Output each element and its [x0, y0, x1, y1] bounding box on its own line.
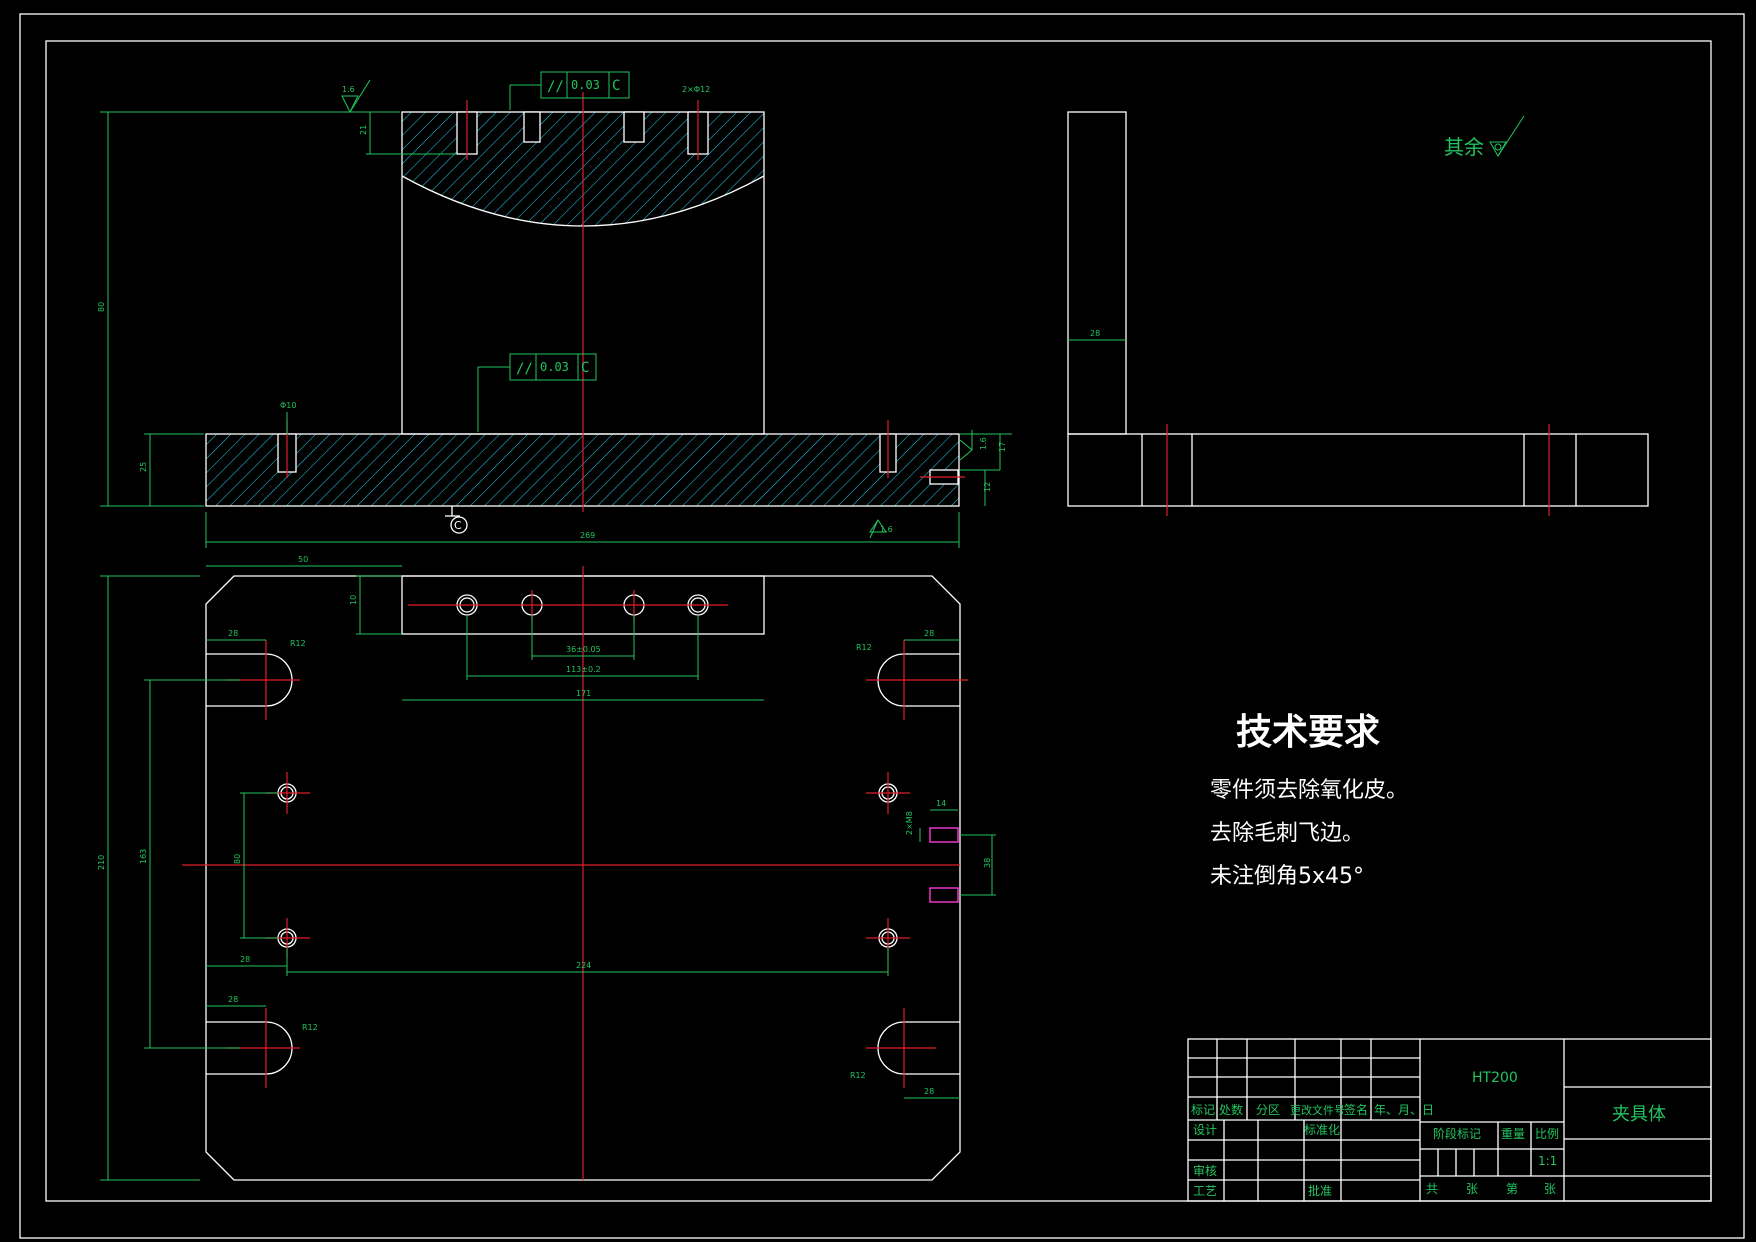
scale-value: 1:1	[1538, 1154, 1557, 1168]
svg-text:28: 28	[228, 995, 238, 1004]
svg-text:第: 第	[1506, 1182, 1518, 1196]
side-view: 28	[1067, 111, 1649, 516]
dim-front-height: 80	[97, 302, 106, 312]
dim-right-small-1: 17	[998, 442, 1007, 452]
svg-text:标记: 标记	[1191, 1103, 1215, 1117]
dim-plan-depth: 50	[298, 555, 308, 564]
svg-text:C: C	[454, 519, 462, 532]
tolerance-frame-mid: // 0.03 C	[477, 353, 597, 432]
svg-text:其余: 其余	[1444, 135, 1484, 159]
svg-text:设计: 设计	[1193, 1123, 1217, 1137]
svg-text:审核: 审核	[1193, 1163, 1217, 1178]
dim-small-a: 10	[349, 595, 358, 605]
svg-text:共: 共	[1426, 1182, 1438, 1196]
roughness-top: 1.6	[341, 79, 371, 114]
dim-hole-dia-base: Φ10	[280, 401, 296, 410]
part-name: 夹具体	[1612, 1104, 1666, 1125]
svg-text:R12: R12	[290, 639, 306, 648]
svg-text:比例: 比例	[1535, 1127, 1559, 1141]
svg-text:工艺: 工艺	[1193, 1184, 1217, 1198]
tech-title: 技术要求	[1236, 712, 1380, 753]
roughness-right: 1.6	[959, 430, 988, 461]
svg-text:R12: R12	[302, 1023, 318, 1032]
svg-text:1.6: 1.6	[342, 85, 355, 94]
tech-requirements: 技术要求 零件须去除氧化皮。 去除毛刺飞边。 未注倒角5x45°	[1210, 712, 1408, 889]
roughness-bottom: 1.6	[869, 519, 893, 539]
dim-right-small-2: 12	[983, 482, 992, 492]
svg-text:更改文件号: 更改文件号	[1290, 1103, 1345, 1117]
dim-plate-height: 210	[97, 855, 106, 870]
svg-text:28: 28	[924, 629, 934, 638]
plan-view	[182, 566, 968, 1181]
svg-text://: //	[547, 79, 564, 95]
datum-c: C	[445, 506, 468, 534]
tolerance-frame-top: // 0.03 C	[509, 71, 630, 110]
inner-frame	[45, 40, 1712, 1202]
svg-text:R12: R12	[850, 1071, 866, 1080]
dim-hole-depth: 21	[359, 125, 368, 135]
svg-text:1.6: 1.6	[880, 525, 893, 534]
tech-line-1: 零件须去除氧化皮。	[1210, 778, 1408, 803]
svg-text:0.03: 0.03	[540, 360, 569, 374]
svg-text:28: 28	[924, 1087, 934, 1096]
front-view	[205, 92, 965, 512]
svg-text:0.03: 0.03	[571, 78, 600, 92]
title-block: HT200 夹具体 标记 处数 分区 更改文件号 签名 年、月、日 设计 标准化…	[1187, 1038, 1712, 1202]
svg-text:处数: 处数	[1219, 1102, 1243, 1117]
material: HT200	[1472, 1070, 1518, 1086]
svg-text:批准: 批准	[1308, 1183, 1332, 1198]
dim-slot-space: 163	[139, 849, 148, 864]
dim-left-off: 28	[240, 955, 250, 964]
dim-side-width: 28	[1090, 329, 1100, 338]
svg-text:1.6: 1.6	[979, 437, 988, 450]
dim-base-length: 269	[580, 531, 595, 540]
dim-pin-dia: 2×M8	[905, 811, 914, 835]
svg-text:阶段标记: 阶段标记	[1433, 1126, 1481, 1141]
outer-frame	[19, 13, 1745, 1239]
front-dimensions: 80 25 269 21 2×Φ12 Φ10 17 12 1.6 1.6	[97, 71, 1012, 548]
svg-text:重量: 重量	[1501, 1127, 1525, 1141]
plan-outline	[205, 575, 961, 1181]
surface-note: 其余	[1444, 115, 1525, 159]
dim-hole-dia-top: 2×Φ12	[682, 85, 710, 94]
dim-bolt-hole-space: 224	[576, 961, 591, 970]
tech-line-2: 去除毛刺飞边。	[1210, 821, 1364, 846]
svg-text:张: 张	[1544, 1182, 1556, 1196]
svg-text:张: 张	[1466, 1182, 1478, 1196]
dim-hole-space-2: 113±0.2	[566, 665, 601, 674]
dim-pin-space: 38	[983, 858, 992, 868]
svg-text:年、月、日: 年、月、日	[1374, 1103, 1434, 1117]
tech-line-3: 未注倒角5x45°	[1210, 864, 1364, 889]
dim-hole-space-1: 36±0.05	[566, 645, 601, 654]
svg-text:R12: R12	[856, 643, 872, 652]
svg-text:28: 28	[228, 629, 238, 638]
dim-plan-width: 171	[576, 689, 591, 698]
svg-text:C: C	[612, 78, 620, 94]
svg-text://: //	[516, 361, 533, 377]
dim-base-thick: 25	[139, 462, 148, 472]
svg-text:标准化: 标准化	[1304, 1123, 1340, 1137]
dim-pin-len: 14	[936, 799, 946, 808]
svg-text:分区: 分区	[1256, 1103, 1280, 1117]
plan-dimensions: 50 171 36±0.05 113±0.2 10 210 163 80 224…	[97, 555, 996, 1181]
svg-text:签名: 签名	[1344, 1102, 1368, 1117]
svg-text:C: C	[581, 360, 589, 376]
dim-hole-row-space: 80	[233, 854, 242, 864]
